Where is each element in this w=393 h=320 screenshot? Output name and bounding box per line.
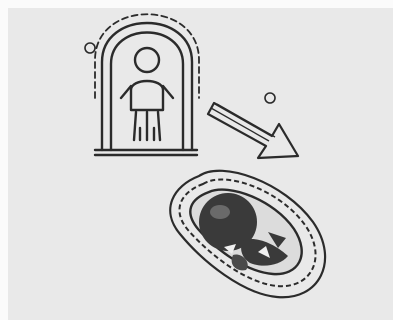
diagonal-arrow-icon — [208, 93, 298, 158]
person-under-arch-icon — [85, 14, 199, 155]
oval-opening-icon — [170, 171, 325, 298]
